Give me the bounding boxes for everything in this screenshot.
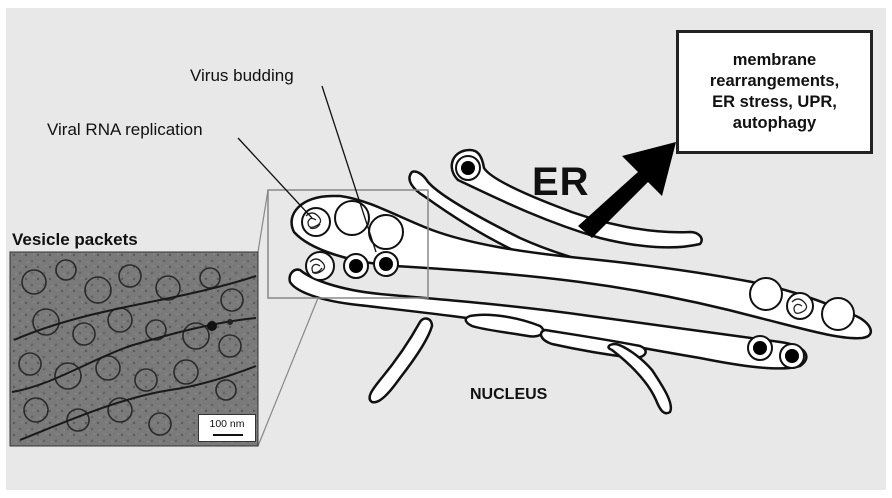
effects-line-4: autophagy: [732, 114, 817, 132]
effects-box-text: membrane rearrangements, ER stress, UPR,…: [710, 50, 839, 134]
vesicle-empty-2: [368, 214, 404, 250]
effects-line-3: ER stress, UPR,: [712, 93, 837, 111]
pointer-virus-budding: [321, 85, 377, 253]
vesicle-right-empty-1: [749, 277, 783, 311]
vesicle-right-rna: [786, 292, 814, 320]
label-er: ER: [532, 160, 590, 204]
pointer-rna-replication: [237, 137, 313, 219]
label-viral-rna-replication: Viral RNA replication: [47, 120, 203, 139]
scale-bar-line: [213, 434, 243, 436]
vesicle-packet: [301, 200, 404, 281]
effects-box: membrane rearrangements, ER stress, UPR,…: [676, 30, 873, 154]
vesicle-right-empty-2: [821, 297, 855, 331]
zoom-line-bottom: [257, 297, 319, 447]
er-fragment-4: [607, 342, 673, 415]
label-vesicle-packets: Vesicle packets: [12, 230, 138, 249]
zoom-box: [267, 189, 429, 299]
scale-bar: 100 nm: [198, 414, 256, 442]
effects-line-2: rearrangements,: [709, 72, 840, 90]
er-arrow: [578, 142, 676, 238]
em-micrograph: [9, 251, 259, 447]
label-virus-budding: Virus budding: [190, 66, 294, 85]
er-fragment-3: [368, 317, 434, 404]
label-nucleus: NUCLEUS: [470, 386, 548, 403]
vesicle-empty-1: [334, 200, 370, 236]
er-tube-lower: [288, 268, 808, 370]
effects-line-1: membrane: [732, 51, 817, 69]
er-fragment-1: [464, 313, 545, 338]
zoom-line-top: [257, 189, 269, 253]
scale-bar-label: 100 nm: [209, 418, 245, 430]
